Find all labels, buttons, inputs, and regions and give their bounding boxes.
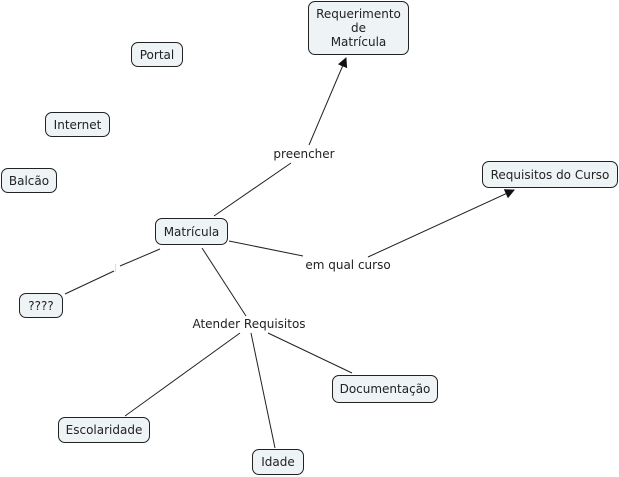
edge-matricula-empty	[119, 248, 161, 267]
node-portal[interactable]: Portal	[131, 42, 183, 67]
node-idade[interactable]: Idade	[252, 449, 304, 475]
node-documentacao[interactable]: Documentação	[332, 375, 438, 403]
link-label-preencher[interactable]: preencher	[272, 147, 336, 161]
edge-em-qual-curso-requisitos	[367, 189, 515, 258]
node-requisitos-do-curso[interactable]: Requisitos do Curso	[482, 161, 618, 188]
link-label-atender-requisitos[interactable]: Atender Requisitos	[191, 317, 307, 331]
node-interrogacao[interactable]: ????	[19, 293, 63, 318]
edge-preencher-requerimento	[308, 57, 348, 146]
node-balcao[interactable]: Balcão	[1, 168, 57, 193]
edge-atender-documentacao	[267, 332, 353, 374]
node-requerimento-de-matricula[interactable]: Requerimento de Matrícula	[308, 1, 409, 55]
node-escolaridade[interactable]: Escolaridade	[58, 417, 150, 443]
edge-matricula-atender	[201, 247, 247, 317]
edge-atender-idade	[250, 332, 276, 449]
edge-matricula-em-qual-curso	[228, 240, 304, 257]
edge-empty-interrogacao	[64, 270, 115, 295]
link-label-empty[interactable]	[115, 264, 119, 272]
node-internet[interactable]: Internet	[45, 112, 110, 137]
edge-matricula-preencher	[213, 162, 292, 217]
node-matricula[interactable]: Matrícula	[155, 218, 228, 245]
edge-atender-escolaridade	[124, 332, 241, 417]
link-label-em-qual-curso[interactable]: em qual curso	[304, 258, 392, 272]
